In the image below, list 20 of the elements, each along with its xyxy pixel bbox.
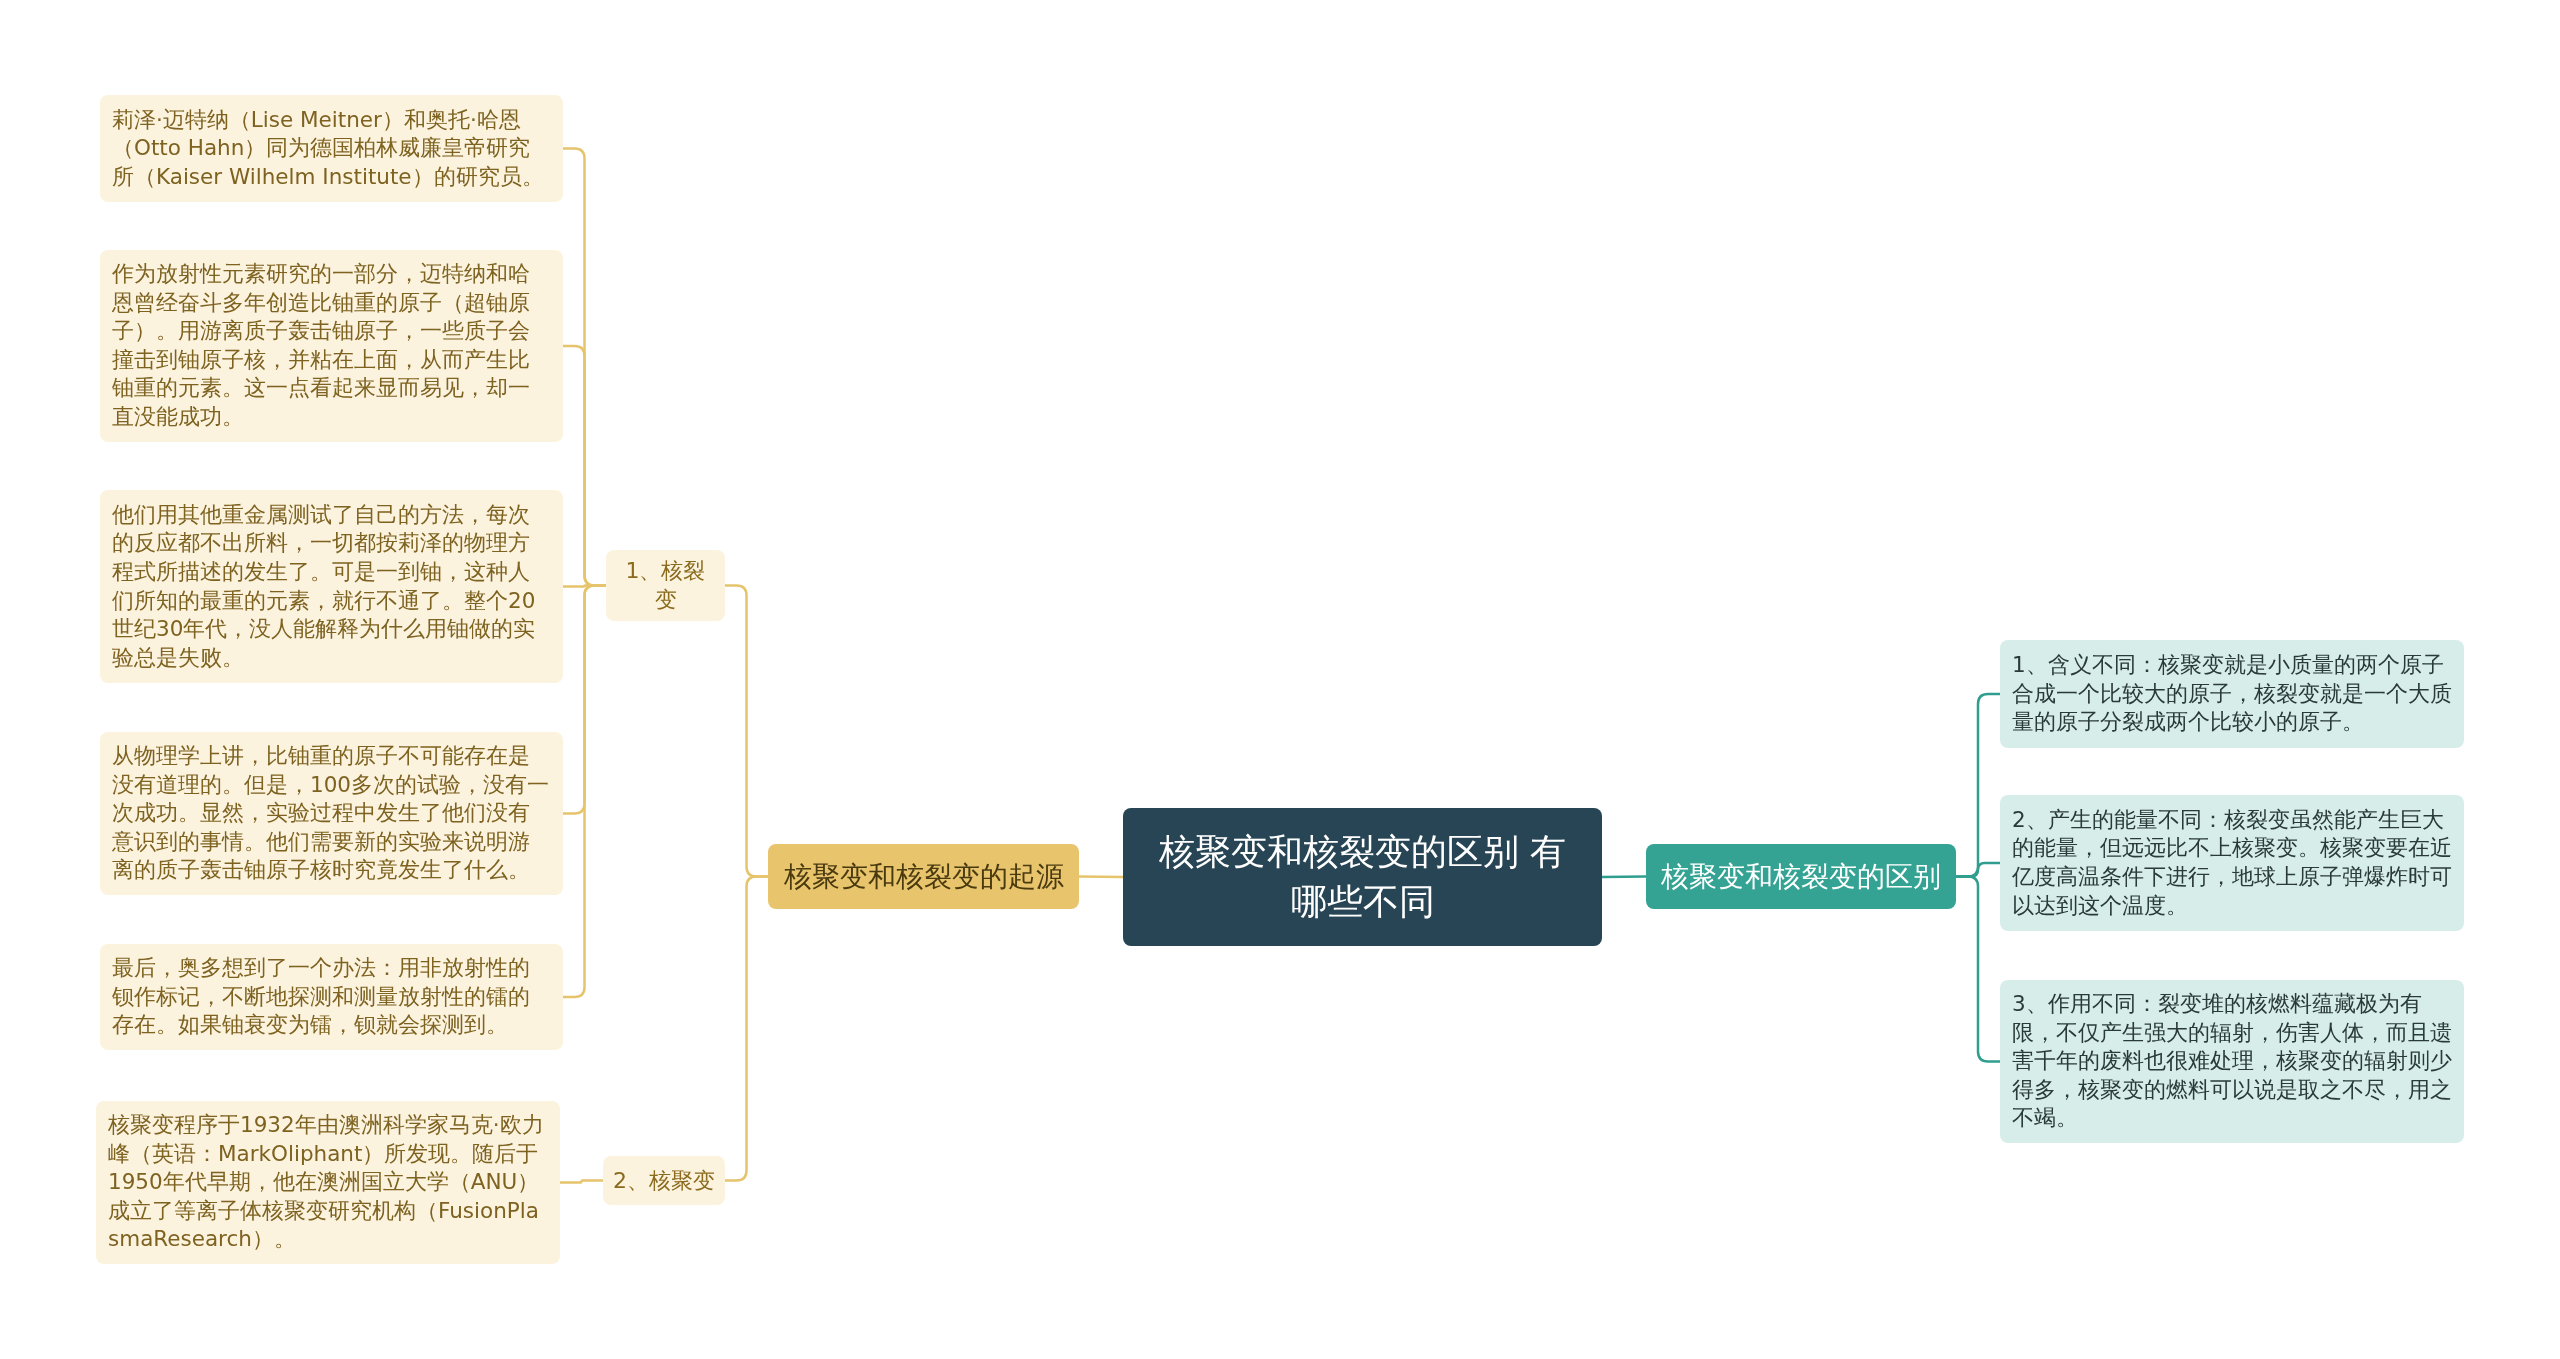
topic-box: 核聚变和核裂变的区别 (1646, 844, 1956, 909)
topic-box: 核聚变和核裂变的起源 (768, 844, 1079, 909)
note-card: 从物理学上讲，比铀重的原子不可能存在是没有道理的。但是，100多次的试验，没有一次成功。显然，实验过程中发生了他们没有意识到的事情。他们需要新的实验来说明游离的质子轰击铀原子核时究竟发生了什么。 (100, 732, 563, 895)
note-card: 最后，奥多想到了一个办法：用非放射性的钡作标记，不断地探测和测量放射性的镭的存在。如果铀衰变为镭，钡就会探测到。 (100, 944, 563, 1050)
note-card: 核聚变程序于1932年由澳洲科学家马克·欧力峰（英语：MarkOliphant）所发现。随后于1950年代早期，他在澳洲国立大学（ANU）成立了等离子体核聚变研究机构（FusionPlasmaResearch）。 (96, 1101, 560, 1264)
connector-line (1956, 875, 2000, 1063)
note-card: 作为放射性元素研究的一部分，迈特纳和哈恩曾经奋斗多年创造比铀重的原子（超铀原子）。用游离质子轰击铀原子，一些质子会撞击到铀原子核，并粘在上面，从而产生比铀重的元素。这一点看起来显而易见，却一直没能成功。 (100, 250, 563, 442)
note-card: 3、作用不同：裂变堆的核燃料蕴藏极为有限，不仅产生强大的辐射，伤害人体，而且遗害千年的废料也很难处理，核聚变的辐射则少得多，核聚变的燃料可以说是取之不尽，用之不竭。 (2000, 980, 2464, 1143)
note-card: 1、含义不同：核聚变就是小质量的两个原子合成一个比较大的原子，核裂变就是一个大质量的原子分裂成两个比较小的原子。 (2000, 640, 2464, 748)
connector-line (563, 584, 606, 999)
connector-line (725, 875, 768, 1182)
subtopic-box: 1、核裂变 (606, 550, 725, 621)
subtopic-box: 2、核聚变 (603, 1156, 725, 1205)
connector-line (1602, 875, 1646, 879)
note-card: 2、产生的能量不同：核裂变虽然能产生巨大的能量，但远远比不上核聚变。核聚变要在近亿度高温条件下进行，地球上原子弹爆炸时可以达到这个温度。 (2000, 795, 2464, 931)
note-card: 他们用其他重金属测试了自己的方法，每次的反应都不出所料，一切都按莉泽的物理方程式所描述的发生了。可是一到铀，这种人们所知的最重的元素，就行不通了。整个20世纪30年代，没人能解释为什么用铀做的实验总是失败。 (100, 490, 563, 683)
connector-line (1079, 875, 1123, 879)
central-topic-box: 核聚变和核裂变的区别 有哪些不同 (1123, 808, 1602, 946)
note-card: 莉泽·迈特纳（Lise Meitner）和奥托·哈恩（Otto Hahn）同为德国柏林威廉皇帝研究所（Kaiser Wilhelm Institute）的研究员。 (100, 95, 563, 202)
connector-line (560, 1179, 603, 1184)
